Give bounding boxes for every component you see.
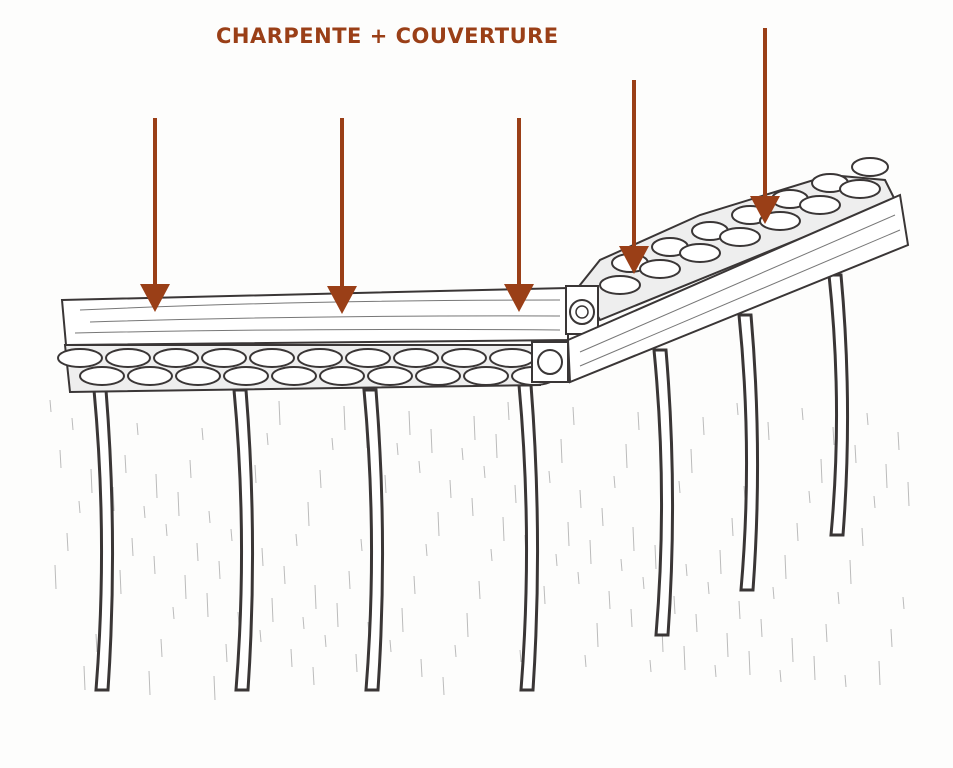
stone xyxy=(799,195,841,215)
stone xyxy=(127,366,173,386)
load-arrow xyxy=(327,118,357,314)
stone xyxy=(345,348,391,368)
stone-seams xyxy=(92,273,850,692)
front-beam xyxy=(60,286,569,347)
roof-stones xyxy=(599,157,889,295)
stone xyxy=(489,348,535,368)
stone xyxy=(441,348,487,368)
load-arrow xyxy=(750,28,780,224)
stone-seam xyxy=(827,273,850,537)
stone xyxy=(271,366,317,386)
stone xyxy=(393,348,439,368)
stone-seam xyxy=(517,383,540,692)
stone xyxy=(319,366,365,386)
stone xyxy=(57,348,103,368)
stone-seam xyxy=(232,388,255,692)
stone xyxy=(201,348,247,368)
stone xyxy=(639,259,681,279)
diagram-title: CHARPENTE + COUVERTURE xyxy=(216,24,559,48)
stone xyxy=(679,243,721,263)
stone xyxy=(223,366,269,386)
stone xyxy=(153,348,199,368)
wood-grain xyxy=(74,299,561,334)
stone xyxy=(249,348,295,368)
stone-seam xyxy=(92,388,115,692)
load-arrow xyxy=(619,80,649,274)
stone xyxy=(415,366,461,386)
stone xyxy=(105,348,151,368)
stone xyxy=(839,179,881,199)
stone-seam xyxy=(362,388,385,692)
beam-end xyxy=(565,285,599,335)
load-arrow xyxy=(504,118,534,312)
stone xyxy=(599,275,641,295)
stone-seam xyxy=(652,348,675,637)
stone xyxy=(463,366,509,386)
stone-seam xyxy=(737,313,760,592)
stone xyxy=(851,157,889,177)
stone xyxy=(79,366,125,386)
stone xyxy=(759,211,801,231)
stone xyxy=(297,348,343,368)
stone xyxy=(719,227,761,247)
load-arrows xyxy=(140,28,780,314)
stone xyxy=(367,366,413,386)
load-arrow xyxy=(140,118,170,312)
stone xyxy=(175,366,221,386)
wall-hatching xyxy=(49,399,910,701)
